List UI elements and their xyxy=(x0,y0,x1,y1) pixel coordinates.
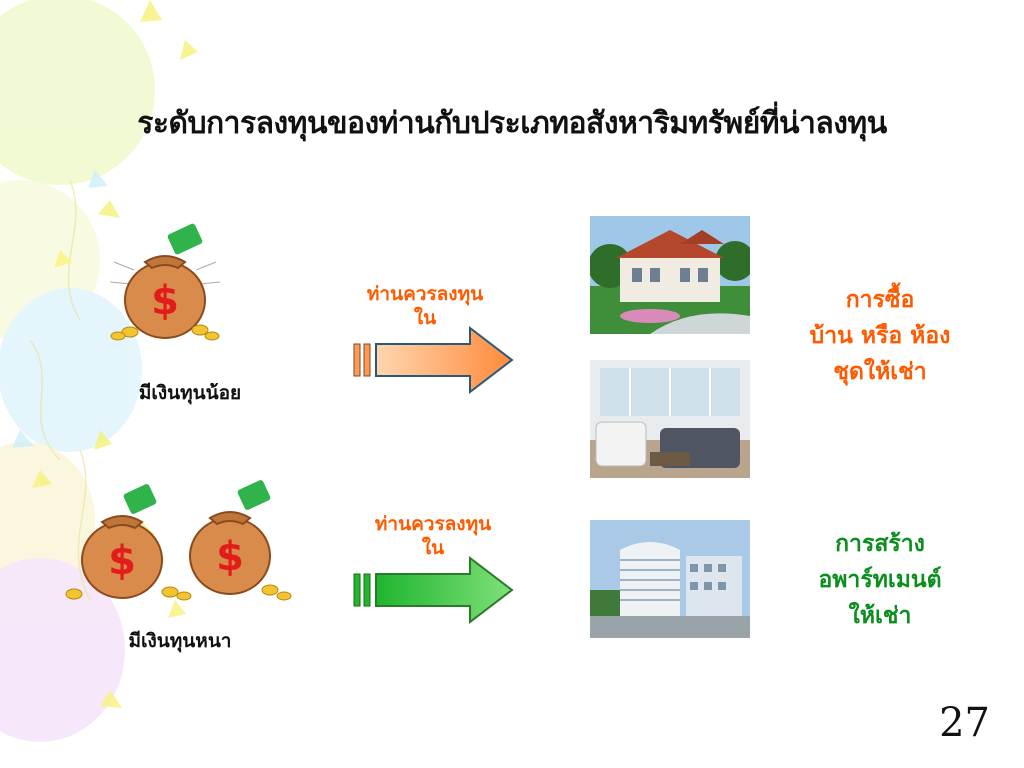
slide-title: ระดับการลงทุนของท่านกับประเภทอสังหาริมทร… xyxy=(137,106,887,141)
svg-text:$: $ xyxy=(151,278,179,324)
living-room-photo xyxy=(590,360,750,478)
label-low-capital: มีเงินทุนน้อย xyxy=(138,382,242,404)
result-low: การซื้อ บ้าน หรือ ห้อง ชุดให้เช่า xyxy=(780,282,980,390)
result-high-line3: ให้เช่า xyxy=(848,603,912,629)
apartment-building-photo xyxy=(590,520,750,638)
page-number: 27 xyxy=(939,700,990,746)
money-bag-icon: $ xyxy=(109,223,221,341)
arrow-right-icon xyxy=(353,326,514,394)
result-high-line2: อพาร์ทเมนต์ xyxy=(818,567,942,593)
arrow-text-line2: ใน xyxy=(413,307,437,329)
result-high-line1: การสร้าง xyxy=(835,531,925,557)
arrow-right-icon xyxy=(353,556,514,624)
result-low-line1: การซื้อ xyxy=(845,287,915,313)
money-bags-icon: $ $ xyxy=(65,480,292,601)
arrow-text-line1: ท่านควรลงทุน xyxy=(366,283,484,305)
house-photo xyxy=(590,216,750,334)
svg-text:$: $ xyxy=(216,534,244,580)
result-low-line3: ชุดให้เช่า xyxy=(833,359,927,385)
arrow-text-low: ท่านควรลงทุน ใน xyxy=(330,282,520,330)
label-high-capital: มีเงินทุนหนา xyxy=(128,630,232,652)
arrow-text-line2: ใน xyxy=(421,537,445,559)
arrow-text-line1: ท่านควรลงทุน xyxy=(374,513,492,535)
svg-text:$: $ xyxy=(108,538,136,584)
arrow-text-high: ท่านควรลงทุน ใน xyxy=(338,512,528,560)
result-high: การสร้าง อพาร์ทเมนต์ ให้เช่า xyxy=(780,526,980,634)
result-low-line2: บ้าน หรือ ห้อง xyxy=(809,323,951,349)
